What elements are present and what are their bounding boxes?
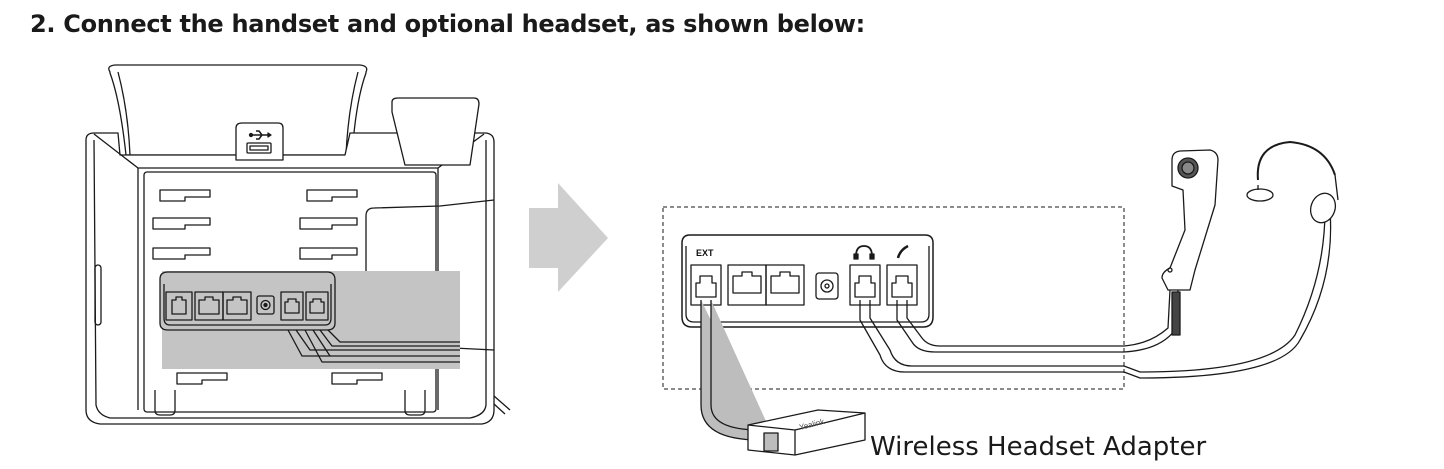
rear-ports: [165, 291, 329, 321]
handset-icon: [896, 244, 909, 259]
step-heading: 2. Connect the handset and optional head…: [30, 10, 865, 38]
arrow-right-icon: [529, 183, 608, 292]
headset-icon: [853, 245, 875, 260]
ext-label: EXT: [696, 248, 714, 258]
headset: [1246, 141, 1339, 224]
handset: [1161, 149, 1219, 336]
port-panel-detail: [662, 206, 1332, 441]
phone-rear-view: [85, 64, 511, 425]
mount-slots: [152, 189, 383, 385]
usb-icon: [248, 130, 272, 140]
adapter-caption: Wireless Headset Adapter: [870, 432, 1207, 462]
wireless-headset-adapter: Yealink: [747, 409, 866, 456]
